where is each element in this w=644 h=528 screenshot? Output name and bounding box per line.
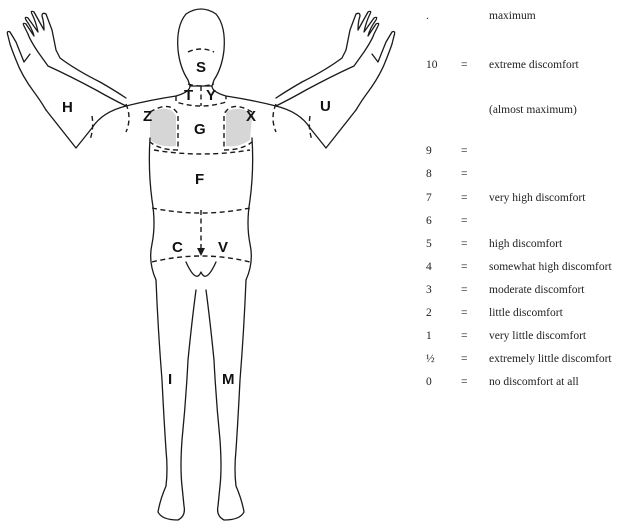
scale-description: moderate discomfort bbox=[489, 282, 584, 298]
scale-row: 10 = extreme discomfort bbox=[424, 57, 644, 73]
scale-description: extreme discomfort bbox=[489, 57, 579, 73]
body-map-figure: S T Y H Z G X U F C V I M bbox=[0, 0, 410, 528]
scale-row: . maximum bbox=[424, 8, 644, 24]
discomfort-scale: .maximum 10=extreme discomfort (almost m… bbox=[424, 0, 644, 528]
scale-equals: = bbox=[461, 305, 475, 321]
scale-equals: = bbox=[461, 259, 475, 275]
left-arm-outline bbox=[7, 11, 126, 110]
scale-row: ½ = extremely little discomfort bbox=[424, 351, 644, 367]
scale-row: 8= bbox=[424, 166, 644, 182]
right-shoulder-boundary bbox=[273, 104, 276, 132]
scale-equals: = bbox=[461, 282, 475, 298]
scale-description: extremely little discomfort bbox=[489, 351, 612, 367]
scale-description: high discomfort bbox=[489, 236, 562, 252]
scale-row: 9= bbox=[424, 143, 644, 159]
upper-back-lower-boundary bbox=[154, 150, 250, 154]
scale-score: 0 bbox=[426, 374, 448, 390]
scale-equals: = bbox=[461, 166, 475, 182]
scale-description: little discomfort bbox=[489, 305, 563, 321]
region-label-v: V bbox=[218, 239, 228, 256]
region-label-x: X bbox=[246, 108, 256, 125]
region-label-u: U bbox=[320, 98, 331, 115]
scale-description: very little discomfort bbox=[489, 328, 586, 344]
scale-row: 1 = very little discomfort bbox=[424, 328, 644, 344]
gluteal-outline bbox=[186, 262, 216, 276]
region-label-c: C bbox=[172, 239, 183, 256]
scale-equals: = bbox=[461, 213, 475, 229]
region-label-s: S bbox=[196, 59, 206, 76]
scale-row: 6= bbox=[424, 213, 644, 229]
scale-row: (almost maximum) bbox=[424, 102, 644, 118]
scale-score: ½ bbox=[426, 351, 448, 367]
region-label-i: I bbox=[168, 371, 172, 388]
scale-score: 6 bbox=[426, 213, 448, 229]
neck-upper-boundary bbox=[188, 49, 214, 52]
region-label-h: H bbox=[62, 99, 73, 116]
scale-score: 9 bbox=[426, 143, 448, 159]
scale-row: 7 = very high discomfort bbox=[424, 190, 644, 206]
body-map-svg: S T Y H Z G X U F C V I M bbox=[0, 0, 410, 528]
left-shoulder-boundary bbox=[126, 104, 129, 132]
hip-boundary bbox=[152, 256, 250, 262]
scale-description: (almost maximum) bbox=[489, 102, 577, 118]
left-scapula-shade bbox=[150, 109, 176, 147]
region-label-f: F bbox=[195, 171, 204, 188]
scale-description: somewhat high discomfort bbox=[489, 259, 612, 275]
region-label-t: T bbox=[184, 87, 193, 104]
scale-score: 2 bbox=[426, 305, 448, 321]
scale-equals: = bbox=[461, 351, 475, 367]
scale-score: 1 bbox=[426, 328, 448, 344]
scale-equals: = bbox=[461, 374, 475, 390]
scale-row: 0 = no discomfort at all bbox=[424, 374, 644, 390]
scale-description: maximum bbox=[489, 8, 536, 24]
scale-score: . bbox=[426, 8, 448, 24]
scale-equals: = bbox=[461, 57, 475, 73]
right-leg-outline bbox=[206, 280, 246, 520]
left-leg-outline bbox=[156, 280, 196, 520]
region-label-z: Z bbox=[143, 108, 152, 125]
region-label-y: Y bbox=[206, 87, 216, 104]
region-label-g: G bbox=[194, 121, 206, 138]
scale-score: 10 bbox=[426, 57, 448, 73]
scale-description: no discomfort at all bbox=[489, 374, 579, 390]
scale-score: 7 bbox=[426, 190, 448, 206]
scale-equals: = bbox=[461, 190, 475, 206]
scale-row: 3 = moderate discomfort bbox=[424, 282, 644, 298]
scale-score: 8 bbox=[426, 166, 448, 182]
scale-equals: = bbox=[461, 236, 475, 252]
right-arm-outline bbox=[276, 11, 395, 110]
scale-row: 5 = high discomfort bbox=[424, 236, 644, 252]
scale-description: very high discomfort bbox=[489, 190, 585, 206]
scale-score: 4 bbox=[426, 259, 448, 275]
region-label-m: M bbox=[222, 371, 235, 388]
scale-score: 5 bbox=[426, 236, 448, 252]
spine-arrow bbox=[197, 248, 205, 256]
scale-equals: = bbox=[461, 143, 475, 159]
scale-score: 3 bbox=[426, 282, 448, 298]
scale-row: 4 = somewhat high discomfort bbox=[424, 259, 644, 275]
scale-row: 2 = little discomfort bbox=[424, 305, 644, 321]
scale-equals: = bbox=[461, 328, 475, 344]
